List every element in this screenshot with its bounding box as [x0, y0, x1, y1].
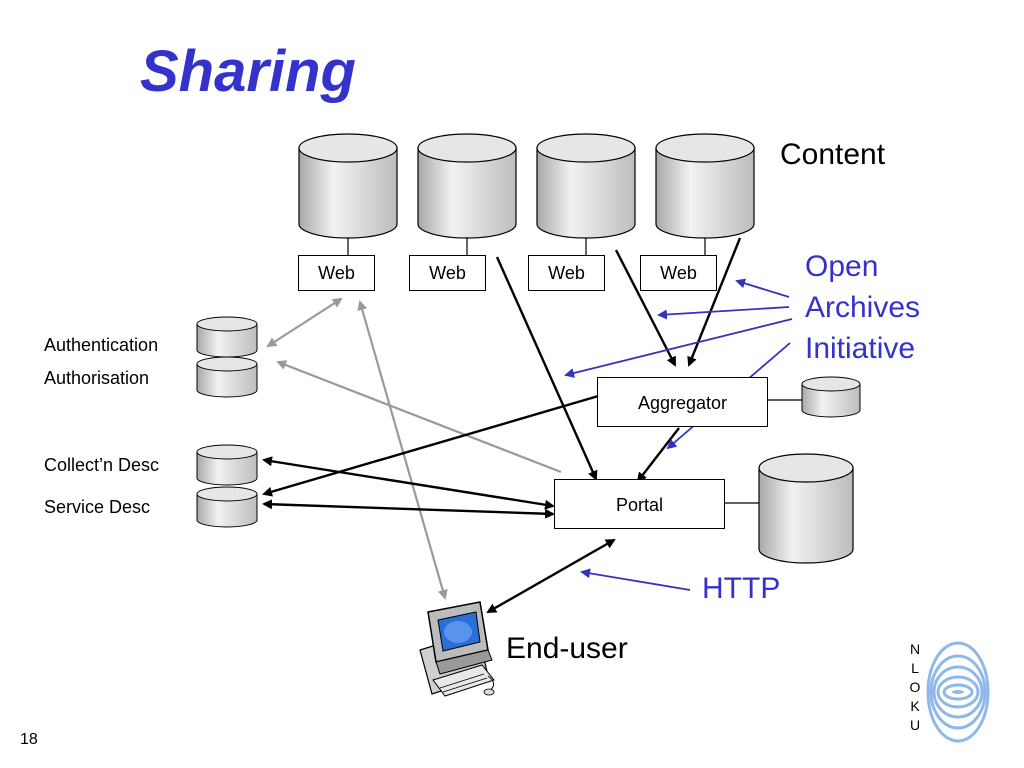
computer-icon [419, 601, 495, 697]
web-box-2: Web [409, 255, 486, 291]
cylinder-web-connectors [347, 238, 706, 256]
web-box-1: Web [298, 255, 375, 291]
web-auth-arrow [266, 297, 343, 348]
service-portal-arrow [262, 499, 555, 519]
oai-arrow-3 [564, 318, 793, 378]
collection-desc-cylinder [196, 444, 258, 486]
oai-arrow-1 [735, 278, 790, 298]
end-user-label: End-user [506, 632, 628, 665]
oai-annotation: Open Archives Initiative [805, 246, 920, 369]
oai-line-archives: Archives [805, 291, 921, 324]
authentication-cylinder [196, 316, 258, 358]
authentication-label: Authentication [44, 335, 159, 355]
authorisation-label: Authorisation [44, 368, 150, 388]
content-cylinder-4 [655, 133, 755, 239]
web-enduser-arrow [357, 300, 448, 600]
logo-letter-o: O [909, 679, 921, 695]
grey-arrows [266, 297, 562, 600]
auth-portal-arrow [276, 360, 562, 474]
portal-box: Portal [554, 479, 725, 529]
collection-portal-arrow [262, 456, 555, 510]
portal-enduser-arrow [486, 538, 616, 614]
web3-aggregator-arrow [614, 249, 677, 367]
content-cylinder-2 [417, 133, 517, 239]
page-number: 18 [20, 731, 38, 748]
aggregator-store-cylinder [801, 376, 861, 418]
oai-line-open: Open [805, 250, 879, 283]
portal-store-cylinder [758, 453, 854, 564]
slide-title: Sharing [140, 39, 356, 104]
content-cylinder-1 [298, 133, 398, 239]
collection-desc-label: Collect’n Desc [44, 455, 160, 475]
oai-line-initiative: Initiative [805, 332, 916, 365]
service-desc-cylinder [196, 486, 258, 528]
service-desc-label: Service Desc [44, 497, 151, 517]
authorisation-cylinder [196, 356, 258, 398]
web4-aggregator-arrow [687, 237, 742, 367]
ukoln-logo-letters: N L O K U [906, 640, 924, 735]
logo-letter-l: L [911, 660, 919, 676]
ukoln-logo: N L O K U [906, 640, 986, 745]
http-label: HTTP [702, 572, 781, 605]
oai-arrow-2 [657, 306, 790, 320]
ukoln-logo-graphic [926, 641, 990, 743]
logo-letter-k: K [910, 698, 920, 714]
web-box-3: Web [528, 255, 605, 291]
logo-letter-n: N [909, 641, 921, 657]
web-box-4: Web [640, 255, 717, 291]
content-cylinder-3 [536, 133, 636, 239]
http-arrow [580, 568, 691, 591]
aggregator-portal-arrow [636, 427, 680, 483]
black-arrows [262, 237, 742, 614]
aggregator-box: Aggregator [597, 377, 768, 427]
content-label: Content [780, 138, 886, 171]
blue-arrows [564, 278, 793, 591]
logo-letter-u: U [909, 717, 921, 733]
